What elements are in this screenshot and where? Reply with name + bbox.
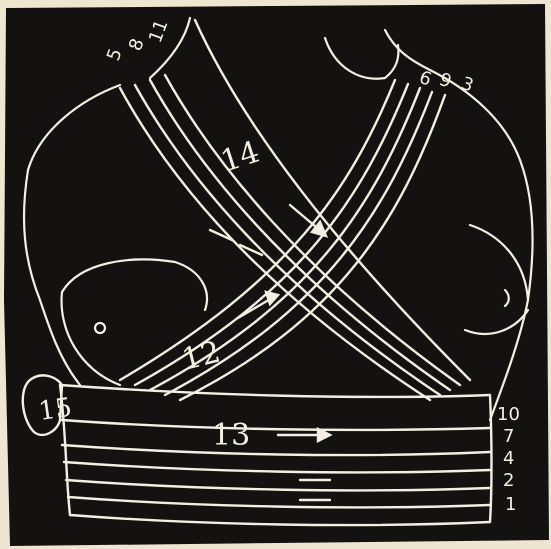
label-side-4: 2 xyxy=(503,470,514,491)
label-side-5: 1 xyxy=(505,494,516,515)
label-side-1: 10 xyxy=(497,404,520,425)
label-turn-13: 13 xyxy=(212,418,250,453)
label-side-3: 4 xyxy=(503,448,514,469)
label-turn-15: 15 xyxy=(37,393,74,427)
label-side-2: 7 xyxy=(503,426,514,447)
